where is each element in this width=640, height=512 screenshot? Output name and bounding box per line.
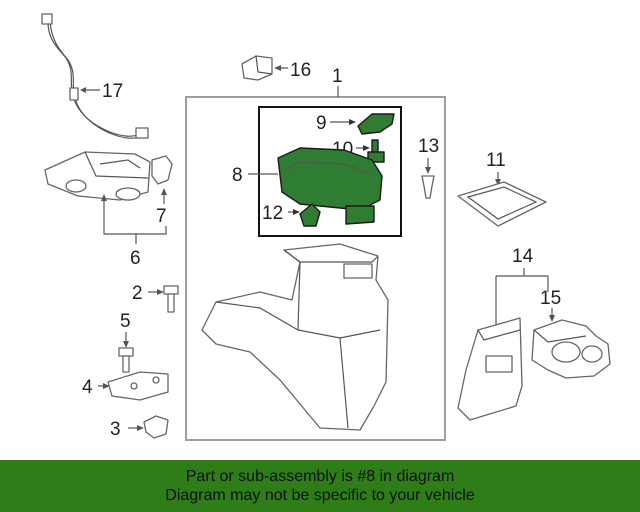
tray-mat-part[interactable] [457,181,547,227]
clip-12-part[interactable] [299,203,321,227]
callout-14: 14 [512,246,534,267]
bolt-2-part[interactable] [163,285,179,313]
rear-panel-part[interactable] [457,317,523,421]
callout-4: 4 [82,377,93,398]
callout-9: 9 [316,113,327,134]
callout-8: 8 [232,165,243,186]
callout-13: 13 [418,136,439,157]
parts-diagram: 17 7 6 2 5 4 3 [41,13,611,441]
notice-banner: Part or sub-assembly is #8 in diagram Di… [0,460,640,512]
clip-7-part[interactable] [151,155,173,185]
callout-1: 1 [332,66,343,87]
callout-11: 11 [486,150,506,171]
banner-line-2: Diagram may not be specific to your vehi… [165,487,475,504]
callout-7: 7 [156,206,167,227]
callout-17: 17 [102,81,123,102]
bolt-5-part[interactable] [118,347,134,373]
armrest-lid-part[interactable] [277,147,383,225]
callout-5: 5 [120,311,131,332]
callout-12: 12 [262,203,283,224]
banner-line-1: Part or sub-assembly is #8 in diagram [185,468,455,485]
callout-6: 6 [130,248,141,269]
wire-harness-part[interactable] [41,13,149,139]
clip-13-part[interactable] [421,175,435,199]
console-box-part[interactable] [201,243,389,431]
console-assembly-frame [185,96,446,441]
armrest-hinge-part[interactable] [357,113,395,135]
callout-3: 3 [110,419,121,440]
callout-15: 15 [540,288,561,309]
shift-bezel-part[interactable] [44,151,151,201]
callout-16: 16 [290,60,311,81]
clip-3-part[interactable] [143,415,169,439]
bracket-16-part[interactable] [241,55,273,81]
armrest-subassembly-frame [258,106,402,237]
screw-10-part[interactable] [367,139,385,163]
bracket-4-part[interactable] [107,371,169,401]
cup-holder-part[interactable] [531,319,611,379]
callout-2: 2 [132,283,143,304]
